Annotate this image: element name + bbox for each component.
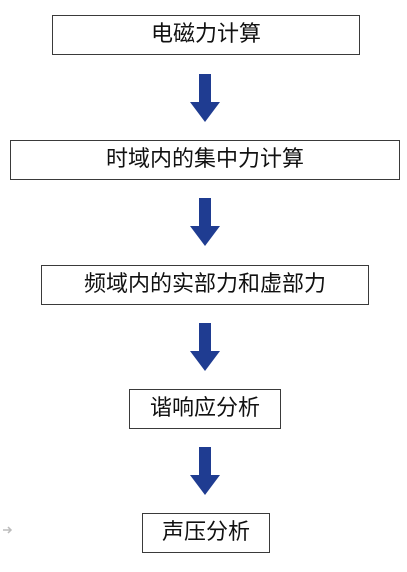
step-label: 电磁力计算 xyxy=(150,22,261,47)
down-arrow-2 xyxy=(190,198,220,246)
step-electromagnetic-force: 电磁力计算 xyxy=(52,15,360,55)
step-label: 声压分析 xyxy=(161,520,250,545)
step-time-domain-force: 时域内的集中力计算 xyxy=(10,140,400,180)
down-arrow-1 xyxy=(190,74,220,122)
small-arrow-mark-icon xyxy=(3,526,13,534)
step-harmonic-response: 谐响应分析 xyxy=(129,389,281,429)
step-label: 时域内的集中力计算 xyxy=(105,147,304,172)
down-arrow-3 xyxy=(190,323,220,371)
step-sound-pressure: 声压分析 xyxy=(142,513,270,553)
down-arrow-4 xyxy=(190,447,220,495)
step-label: 频域内的实部力和虚部力 xyxy=(83,272,326,297)
step-label: 谐响应分析 xyxy=(149,396,260,421)
step-frequency-domain-force: 频域内的实部力和虚部力 xyxy=(41,265,369,305)
